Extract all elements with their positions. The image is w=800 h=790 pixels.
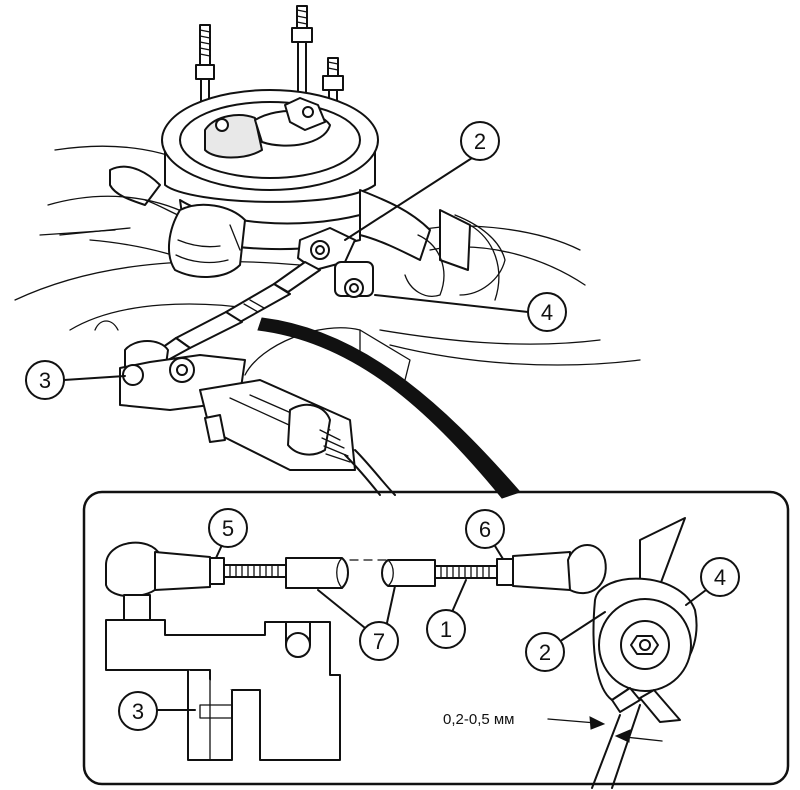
- gap-dimension-label: 0,2-0,5 мм: [443, 711, 515, 728]
- gap-dimension: 0,2-0,5 мм: [443, 711, 663, 743]
- engine-background-lines: [14, 145, 641, 366]
- svg-text:7: 7: [373, 629, 385, 654]
- svg-text:4: 4: [541, 300, 553, 325]
- svg-text:3: 3: [132, 699, 144, 724]
- callout-3-top: 3: [25, 360, 126, 400]
- callout-3-detail: 3: [118, 691, 196, 731]
- callout-4-detail: 4: [685, 557, 740, 606]
- callout-7: 7: [317, 585, 399, 661]
- detail-view-box: [82, 490, 790, 789]
- callout-5: 5: [208, 508, 248, 559]
- left-ball-joint: [105, 541, 225, 621]
- callout-6: 6: [465, 509, 505, 560]
- bracket-detail: [105, 619, 341, 761]
- throttle-lever-detail: [592, 517, 698, 723]
- linkage-rod-top: [155, 261, 321, 361]
- callout-4-top: 4: [374, 292, 567, 332]
- throttle-body-illustration: [14, 5, 641, 499]
- callout-2-top: 2: [344, 121, 500, 241]
- throttle-lever: [297, 227, 374, 298]
- svg-text:4: 4: [714, 565, 726, 590]
- detail-connector-band: [257, 317, 521, 499]
- svg-text:2: 2: [474, 129, 486, 154]
- svg-text:6: 6: [479, 517, 491, 542]
- svg-text:1: 1: [440, 617, 452, 642]
- svg-text:3: 3: [39, 368, 51, 393]
- svg-text:2: 2: [539, 640, 551, 665]
- rod-left-section: [223, 557, 349, 589]
- callout-1: 1: [426, 579, 467, 649]
- stop-screw-detail: [591, 704, 641, 789]
- svg-text:5: 5: [222, 516, 234, 541]
- right-ball-joint: [512, 544, 607, 595]
- bracket-linkage: [119, 327, 411, 496]
- rod-right-section: [381, 558, 514, 587]
- left-connector: [168, 203, 246, 278]
- callout-2-detail: 2: [525, 611, 606, 672]
